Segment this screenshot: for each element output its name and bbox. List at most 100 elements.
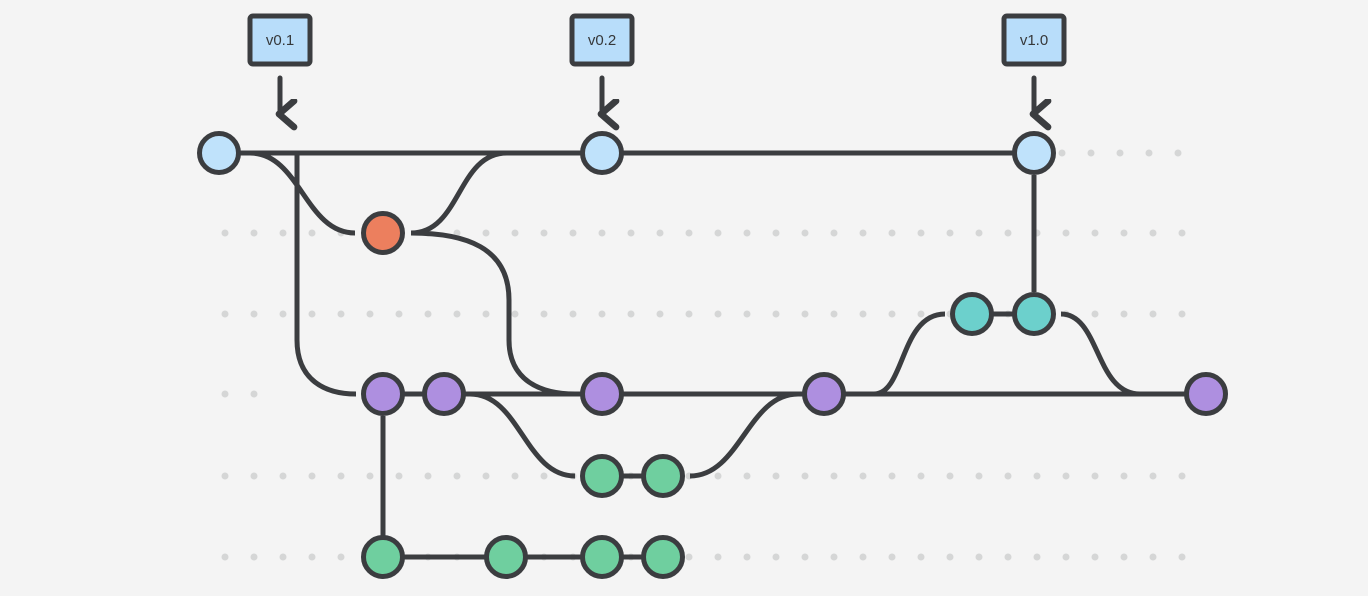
commit-node-fb1[interactable] <box>361 535 405 579</box>
commit-node-fa1[interactable] <box>580 454 624 498</box>
lane-guide-dot <box>511 310 519 318</box>
tag-box[interactable] <box>1001 13 1067 67</box>
commit-node-c1[interactable] <box>197 131 241 175</box>
tag-label: v0.2 <box>588 32 616 49</box>
lane-guide-dot <box>424 472 432 480</box>
lane-guide-dot <box>424 310 432 318</box>
lane-guide-dot <box>917 310 925 318</box>
lane-guide-dot <box>482 310 490 318</box>
lane-guide-dot <box>685 310 693 318</box>
tag-box[interactable] <box>569 13 635 67</box>
lane-guide-dot <box>801 472 809 480</box>
lane-guide-dot <box>1178 553 1186 561</box>
lane-guide-dot <box>743 310 751 318</box>
commit-node-fb2[interactable] <box>484 535 528 579</box>
lane-guide-dot <box>221 310 229 318</box>
lane-guide-dot <box>1149 229 1157 237</box>
lane-guide-dot <box>772 310 780 318</box>
lane-guide-dot <box>395 310 403 318</box>
lane-guide-dot <box>772 472 780 480</box>
lane-guide-dot <box>743 553 751 561</box>
lane-guide-dot <box>511 229 519 237</box>
lane-guide-dot <box>250 472 258 480</box>
lane-guide-dot <box>1091 553 1099 561</box>
tag-group: v0.1 v0.2 v1.0 <box>247 13 1067 114</box>
lane-guide-dot <box>569 229 577 237</box>
lane-guide-dot <box>1145 149 1153 157</box>
edge-master-branch-to-hotfix <box>249 150 356 236</box>
lane-guide-dot <box>1120 472 1128 480</box>
commit-node-fa2[interactable] <box>641 454 685 498</box>
lane-guide-dot <box>1174 149 1182 157</box>
lane-guide-dot <box>250 310 258 318</box>
commit-node-c2[interactable] <box>580 131 624 175</box>
commit-node-fb3[interactable] <box>580 535 624 579</box>
lane-guide-dot <box>1004 472 1012 480</box>
tag-box[interactable] <box>247 13 313 67</box>
lane-guide-dot <box>714 472 722 480</box>
lane-guide-dot <box>598 229 606 237</box>
lane-guide-dot <box>453 229 461 237</box>
lane-guide-dot <box>1091 472 1099 480</box>
lane-guide-dot <box>453 310 461 318</box>
tag-v1.0[interactable]: v1.0 <box>1001 13 1067 114</box>
lane-guide-dot <box>801 553 809 561</box>
lane-guide-dot <box>221 229 229 237</box>
commit-node-d3[interactable] <box>580 372 624 416</box>
lane-guide-dot <box>1149 472 1157 480</box>
lane-guide-dot <box>279 229 287 237</box>
edge-develop-branch-to-release <box>873 311 946 397</box>
commit-node-fb4[interactable] <box>641 535 685 579</box>
lane-guide-dot <box>540 229 548 237</box>
lane-guide-dot <box>714 229 722 237</box>
lane-guide-dot <box>1058 149 1066 157</box>
commit-node-h1[interactable] <box>361 211 405 255</box>
lane-guide-dot <box>308 472 316 480</box>
edge-release-merge-to-develop <box>1060 311 1141 397</box>
lane-guide-dot <box>888 229 896 237</box>
tag-v0.1[interactable]: v0.1 <box>247 13 313 114</box>
commit-node-d4[interactable] <box>802 372 846 416</box>
lane-guide-dot <box>1033 472 1041 480</box>
lane-guide-dot <box>308 310 316 318</box>
lane-guide-dot <box>888 553 896 561</box>
lane-guide-dot <box>859 472 867 480</box>
lane-guide-dot <box>250 390 258 398</box>
lane-guide-dot <box>1149 310 1157 318</box>
tag-label: v1.0 <box>1020 32 1048 49</box>
lane-guide-dot <box>221 472 229 480</box>
lane-guide-dot <box>250 553 258 561</box>
commit-node-d1[interactable] <box>361 372 405 416</box>
lane-guide-dot <box>743 472 751 480</box>
lane-guide-dot <box>1091 229 1099 237</box>
lane-guide-dot <box>482 472 490 480</box>
tag-label: v0.1 <box>266 32 294 49</box>
lane-guide-dot <box>1004 229 1012 237</box>
lane-guide-dot <box>395 472 403 480</box>
lane-guide-dot <box>1004 553 1012 561</box>
lane-guide-dot <box>859 229 867 237</box>
lane-guide-dot <box>1087 149 1095 157</box>
commit-node-r2[interactable] <box>1012 292 1056 336</box>
lane-guide-dot <box>743 229 751 237</box>
lane-guide-dot <box>279 553 287 561</box>
lane-guide-dot <box>830 310 838 318</box>
edge-develop-branch-to-feature-a <box>469 391 576 479</box>
lane-guide-dot <box>337 472 345 480</box>
lane-guide-dot <box>221 553 229 561</box>
edge-hotfix-merge-to-master <box>410 150 508 236</box>
lane-guide-dot <box>366 310 374 318</box>
lane-guide-dot <box>308 553 316 561</box>
lane-guide-dot <box>946 553 954 561</box>
commit-node-c3[interactable] <box>1012 131 1056 175</box>
lane-guide-dot <box>830 472 838 480</box>
lane-guide-dot <box>1033 553 1041 561</box>
lane-guide-dot <box>1149 553 1157 561</box>
lane-guide-dot <box>279 310 287 318</box>
commit-node-r1[interactable] <box>950 292 994 336</box>
commit-node-d2[interactable] <box>422 372 466 416</box>
tag-v0.2[interactable]: v0.2 <box>569 13 635 114</box>
commit-node-d5[interactable] <box>1184 372 1228 416</box>
